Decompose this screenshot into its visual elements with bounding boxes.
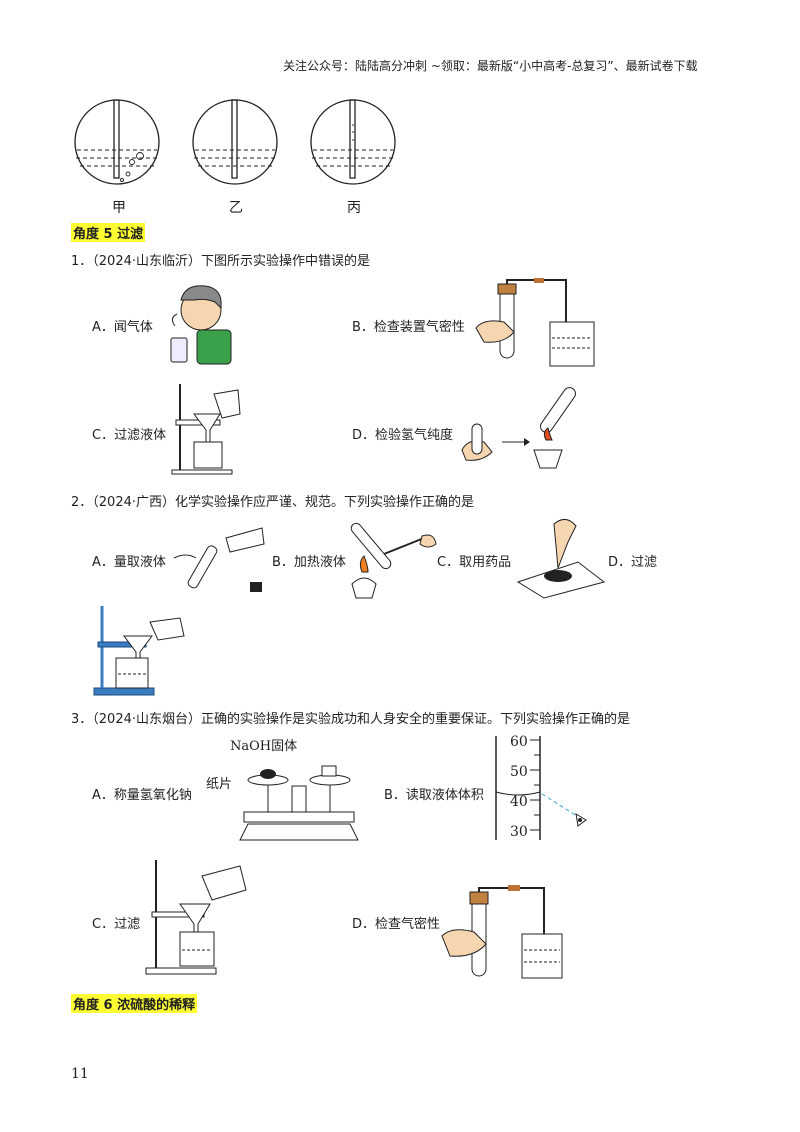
q2-option-b: B．加热液体 — [272, 555, 346, 570]
q1-option-d: D．检验氢气纯度 — [352, 428, 454, 443]
label-yi: 乙 — [229, 200, 243, 216]
q2-option-c: C．取用药品 — [437, 555, 512, 570]
balance-label-paper: 纸片 — [206, 777, 233, 792]
q1-option-a: A．闻气体 — [92, 320, 153, 335]
q2-option-d: D．过滤 — [608, 555, 658, 570]
balance-illustration — [239, 765, 359, 841]
cylinder-tick-50: 50 — [510, 764, 528, 780]
cylinder-tick-30: 30 — [510, 824, 528, 840]
q3-option-a: A．称量氢氧化钠 — [92, 788, 192, 803]
question-1-stem: 1．（2024·山东临沂）下图所示实验操作中错误的是 — [71, 254, 370, 269]
airtightness-check-illustration — [475, 278, 595, 367]
taking-reagent-illustration — [516, 519, 606, 599]
q1-option-c: C．过滤液体 — [92, 428, 167, 443]
q3-option-c: C．过滤 — [92, 917, 141, 932]
filtering-illustration-3 — [145, 860, 247, 975]
q1-option-b: B．检查装置气密性 — [352, 320, 465, 335]
section-heading-5: 角度 5 过滤 — [71, 223, 146, 242]
page-number: 11 — [71, 1066, 89, 1082]
section-heading-6: 角度 6 浓硫酸的稀释 — [71, 994, 198, 1013]
smelling-gas-illustration — [170, 285, 232, 365]
hydrogen-purity-illustration — [461, 387, 576, 469]
q3-option-d: D．检查气密性 — [352, 917, 441, 932]
label-bing: 丙 — [347, 200, 361, 216]
graduated-cylinder-illustration — [495, 736, 587, 840]
q3-option-b: B．读取液体体积 — [384, 788, 484, 803]
airtightness-check-illustration-2 — [441, 885, 563, 979]
question-3-stem: 3．（2024·山东烟台）正确的实验操作是实验成功和人身安全的重要保证。下列实验… — [71, 712, 630, 727]
label-jia: 甲 — [112, 200, 126, 216]
cylinder-tick-40: 40 — [510, 794, 528, 810]
page-header: 关注公众号：陆陆高分冲刺 ~领取：最新版“小中高考-总复习”、最新试卷下载 — [283, 59, 698, 73]
q2-option-a: A．量取液体 — [92, 555, 166, 570]
filtering-illustration-1 — [171, 384, 241, 475]
measuring-liquid-illustration — [173, 527, 265, 592]
balance-label-solid: NaOH固体 — [230, 739, 298, 754]
cylinder-tick-60: 60 — [510, 734, 528, 750]
meniscus-diagram — [74, 99, 396, 185]
filtering-illustration-2 — [93, 606, 185, 696]
heating-liquid-illustration — [350, 522, 437, 599]
question-2-stem: 2．（2024·广西）化学实验操作应严谨、规范。下列实验操作正确的是 — [71, 495, 474, 510]
